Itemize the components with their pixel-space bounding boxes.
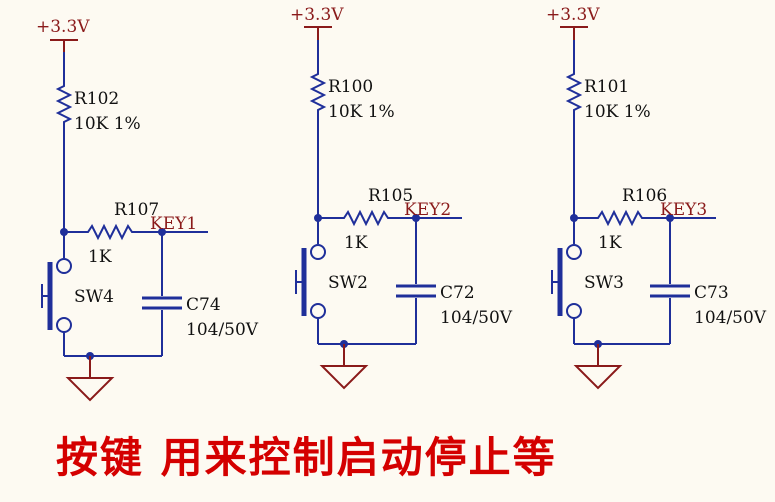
- pullup-resistor-3: [565, 40, 583, 218]
- switch-contact-bottom-2: [310, 303, 326, 319]
- series-value-1: 1K: [88, 247, 112, 267]
- ground-symbol-3: [573, 365, 623, 390]
- pullup-ref-1: R102: [74, 89, 119, 109]
- series-ref-1: R107: [114, 200, 159, 220]
- cap-ref-1: C74: [186, 295, 221, 315]
- pullup-resistor-1: [55, 52, 73, 232]
- power-label-1: +3.3V: [36, 17, 90, 37]
- switch-ref-2: SW2: [328, 273, 368, 293]
- switch-contact-bottom-3: [566, 303, 582, 319]
- switch-contact-bottom-1: [56, 317, 72, 333]
- cap-ref-3: C73: [694, 283, 729, 303]
- cap-value-1: 104/50V: [186, 320, 259, 340]
- pullup-ref-2: R100: [328, 77, 373, 97]
- net-label-1: KEY1: [150, 214, 197, 234]
- pullup-ref-3: R101: [584, 77, 629, 97]
- switch-ref-3: SW3: [584, 273, 624, 293]
- series-ref-3: R106: [622, 186, 667, 206]
- switch-contact-top-3: [566, 244, 582, 260]
- net-label-2: KEY2: [404, 200, 451, 220]
- series-resistor-1: [64, 223, 208, 241]
- caption-text: 按键 用来控制启动停止等: [56, 433, 557, 482]
- circuit-1: +3.3V R102 10K 1% R107 1K KEY1 SW4 C74 1…: [36, 17, 259, 402]
- cap-ref-2: C72: [440, 283, 475, 303]
- power-label-2: +3.3V: [290, 5, 344, 25]
- series-value-3: 1K: [598, 233, 622, 253]
- circuit-2: +3.3V R100 10K 1% R105 1K KEY2 SW2 C72 1…: [290, 5, 513, 390]
- series-resistor-2: [318, 209, 462, 227]
- pullup-value-3: 10K 1%: [584, 102, 651, 122]
- net-label-3: KEY3: [660, 200, 707, 220]
- pullup-resistor-2: [309, 40, 327, 218]
- ground-symbol-2: [319, 365, 369, 390]
- pullup-value-1: 10K 1%: [74, 114, 141, 134]
- ground-symbol-1: [65, 377, 115, 402]
- switch-contact-top-2: [310, 244, 326, 260]
- circuit-3: +3.3V R101 10K 1% R106 1K KEY3 SW3 C73 1…: [546, 5, 767, 390]
- switch-ref-1: SW4: [74, 287, 114, 307]
- cap-value-2: 104/50V: [440, 308, 513, 328]
- series-ref-2: R105: [368, 186, 413, 206]
- cap-value-3: 104/50V: [694, 308, 767, 328]
- power-label-3: +3.3V: [546, 5, 600, 25]
- series-value-2: 1K: [344, 233, 368, 253]
- series-resistor-3: [574, 209, 716, 227]
- pullup-value-2: 10K 1%: [328, 102, 395, 122]
- switch-contact-top-1: [56, 258, 72, 274]
